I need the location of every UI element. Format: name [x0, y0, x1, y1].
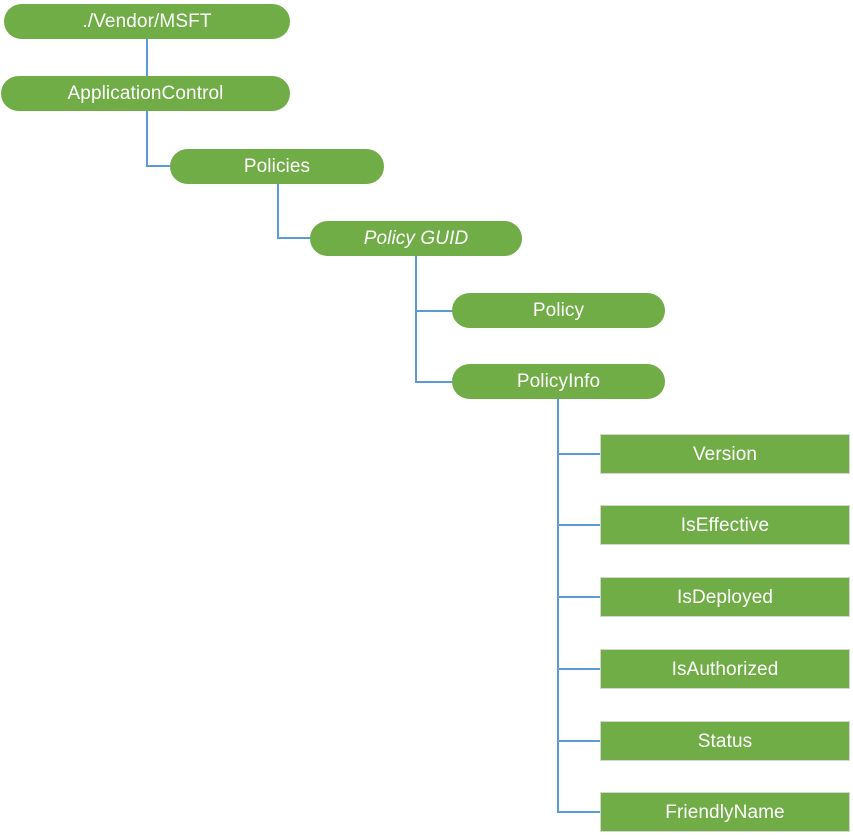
connector-policyinfo-to-isauthorized — [557, 668, 601, 670]
node-status[interactable]: Status — [600, 721, 850, 761]
connector-policyguid-spine — [415, 256, 417, 382]
node-vendor-msft[interactable]: ./Vendor/MSFT — [4, 4, 290, 39]
node-policies[interactable]: Policies — [170, 149, 384, 184]
node-policy-guid[interactable]: Policy GUID — [310, 221, 522, 256]
node-label: Status — [697, 730, 753, 752]
connector-policyinfo-to-friendlyname — [557, 811, 601, 813]
node-isauthorized[interactable]: IsAuthorized — [600, 649, 850, 689]
node-version[interactable]: Version — [600, 434, 850, 474]
connector-policies-to-policyguid — [277, 183, 312, 239]
node-label: FriendlyName — [665, 801, 785, 823]
connector-applicationcontrol-to-policies — [146, 110, 172, 167]
node-label: IsDeployed — [676, 586, 774, 608]
connector-vendor-to-applicationcontrol — [146, 38, 148, 77]
connector-policyinfo-to-status — [557, 740, 601, 742]
node-label: Policies — [243, 156, 311, 177]
node-label: IsEffective — [680, 514, 770, 536]
connector-policyguid-to-policy — [415, 310, 454, 312]
node-iseffective[interactable]: IsEffective — [600, 505, 850, 545]
node-policy[interactable]: Policy — [452, 293, 665, 328]
connector-policyinfo-to-isdeployed — [557, 596, 601, 598]
node-friendlyname[interactable]: FriendlyName — [600, 792, 850, 832]
node-policyinfo[interactable]: PolicyInfo — [452, 364, 665, 399]
node-isdeployed[interactable]: IsDeployed — [600, 577, 850, 617]
node-label: Policy — [532, 300, 585, 321]
node-label: Version — [692, 443, 758, 465]
node-label: Policy GUID — [363, 228, 469, 249]
connector-policyguid-to-policyinfo — [415, 381, 454, 383]
connector-policyinfo-to-iseffective — [557, 524, 601, 526]
connector-policyinfo-to-version — [557, 453, 601, 455]
node-label: ApplicationControl — [67, 83, 224, 104]
node-label: PolicyInfo — [516, 371, 601, 392]
connector-policyinfo-spine — [557, 399, 559, 812]
node-label: ./Vendor/MSFT — [82, 11, 212, 32]
node-applicationcontrol[interactable]: ApplicationControl — [1, 76, 290, 111]
node-label: IsAuthorized — [671, 658, 779, 680]
